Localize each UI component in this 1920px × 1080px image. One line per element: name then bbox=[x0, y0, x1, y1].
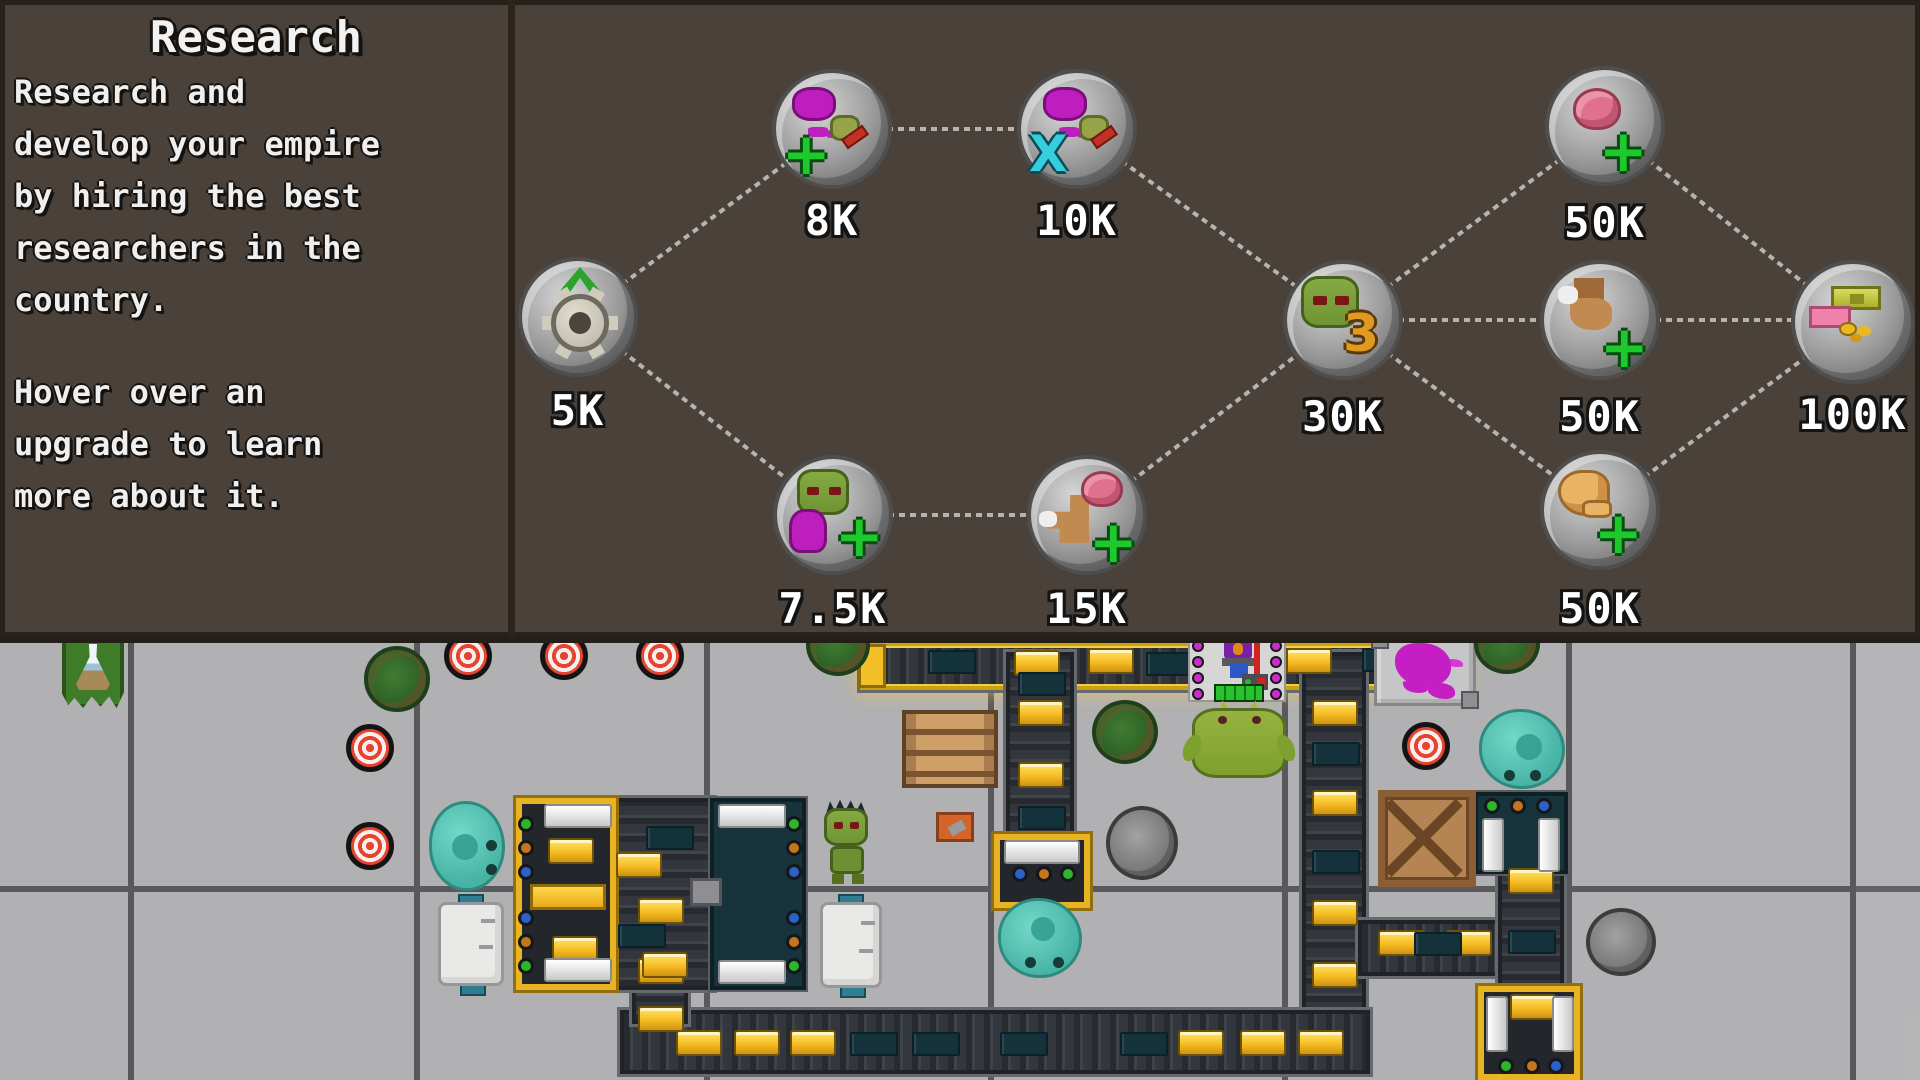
research-node-upgrade-speed[interactable] bbox=[518, 257, 638, 377]
roller bbox=[718, 804, 786, 828]
research-node-hire-researcher[interactable]: + bbox=[772, 69, 892, 189]
panel-description: Research and develop your empire by hiri… bbox=[14, 73, 381, 319]
research-panel: Research Research and develop your empir… bbox=[0, 0, 1920, 643]
research-node-muscle-boost[interactable]: + bbox=[1540, 450, 1660, 570]
indicator-dot bbox=[1012, 866, 1028, 882]
node-cost-label: 7.5K bbox=[778, 584, 888, 633]
roller bbox=[1004, 840, 1080, 864]
panel-hint: Hover over an upgrade to learn more abou… bbox=[14, 373, 323, 515]
hire-researcher-icon: + bbox=[776, 73, 888, 185]
research-node-fire-researcher[interactable]: X bbox=[1017, 69, 1137, 189]
tree-connector bbox=[832, 127, 1077, 131]
indicator-dot bbox=[1510, 798, 1526, 814]
research-node-goblin-tier-3[interactable]: 3 bbox=[1283, 260, 1403, 380]
tree-connector bbox=[1600, 318, 1853, 322]
node-cost-label: 15K bbox=[1046, 584, 1128, 633]
target-marker bbox=[346, 822, 394, 870]
hire-goblin-icon: + bbox=[777, 459, 889, 571]
research-node-strong-mind[interactable]: + bbox=[1027, 455, 1147, 575]
upgrade-gear-icon bbox=[522, 261, 634, 373]
splat-plate bbox=[1371, 631, 1479, 709]
indicator-dot bbox=[1484, 798, 1500, 814]
white-robot-machine[interactable] bbox=[438, 902, 504, 986]
slime-character[interactable] bbox=[429, 801, 505, 891]
indicator-dot bbox=[1524, 1058, 1540, 1074]
brain-plus-icon: + bbox=[1549, 70, 1661, 182]
roller bbox=[1482, 818, 1504, 872]
tree bbox=[1092, 700, 1158, 764]
panel-divider bbox=[508, 0, 515, 637]
research-node-cash-bonus[interactable] bbox=[1791, 260, 1915, 384]
node-cost-label: 5K bbox=[550, 386, 606, 435]
wooden-crate[interactable] bbox=[1378, 790, 1476, 887]
target-marker bbox=[346, 724, 394, 772]
small-goblin-character[interactable] bbox=[816, 798, 878, 890]
indicator-dot bbox=[1060, 866, 1076, 882]
indicator-dot bbox=[1498, 1058, 1514, 1074]
tree-connector bbox=[833, 513, 1087, 517]
research-node-hire-goblin[interactable]: + bbox=[773, 455, 893, 575]
factory-connector bbox=[690, 878, 722, 906]
cash-bundle-icon bbox=[1795, 264, 1911, 380]
wooden-pallet bbox=[902, 710, 998, 788]
roller bbox=[1538, 818, 1560, 872]
factory-piston bbox=[530, 884, 606, 910]
node-cost-label: 50K bbox=[1559, 392, 1641, 441]
boulder[interactable] bbox=[1106, 806, 1178, 880]
boulder[interactable] bbox=[1586, 908, 1656, 976]
purple-goo-icon bbox=[1395, 643, 1451, 687]
battery-bar bbox=[1214, 684, 1264, 702]
research-node-leg-boost[interactable]: + bbox=[1540, 260, 1660, 380]
indicator-dot bbox=[1036, 866, 1052, 882]
panel-title: Research bbox=[150, 12, 362, 63]
muscle-plus-icon: + bbox=[1544, 454, 1656, 566]
tree-connector bbox=[1343, 318, 1600, 322]
indicator-dot bbox=[1536, 798, 1552, 814]
node-cost-label: 30K bbox=[1302, 392, 1384, 441]
indicator-dot bbox=[1548, 1058, 1564, 1074]
slime-character[interactable] bbox=[998, 898, 1082, 978]
tree bbox=[364, 646, 430, 712]
node-cost-label: 100K bbox=[1798, 390, 1908, 439]
node-cost-label: 8K bbox=[804, 196, 860, 245]
fire-researcher-icon: X bbox=[1021, 73, 1133, 185]
smart-arm-icon: + bbox=[1031, 459, 1143, 571]
slime-character[interactable] bbox=[1479, 709, 1565, 789]
white-robot-machine[interactable] bbox=[820, 902, 882, 988]
roller bbox=[544, 958, 612, 982]
goblin-level-3-icon: 3 bbox=[1287, 264, 1399, 376]
roller bbox=[1552, 996, 1574, 1052]
node-cost-label: 10K bbox=[1036, 196, 1118, 245]
node-cost-label: 50K bbox=[1564, 198, 1646, 247]
leg-plus-icon: + bbox=[1544, 264, 1656, 376]
node-cost-label: 50K bbox=[1559, 584, 1641, 633]
research-banner bbox=[62, 636, 124, 708]
roller bbox=[544, 804, 612, 828]
roller bbox=[718, 960, 786, 984]
roller bbox=[1486, 996, 1508, 1052]
target-marker bbox=[1402, 722, 1450, 770]
red-wire bbox=[1254, 634, 1260, 674]
flask-icon bbox=[76, 644, 110, 690]
big-goblin-character[interactable] bbox=[1178, 708, 1300, 784]
orange-item bbox=[936, 812, 974, 842]
research-node-brain-boost[interactable]: + bbox=[1545, 66, 1665, 186]
